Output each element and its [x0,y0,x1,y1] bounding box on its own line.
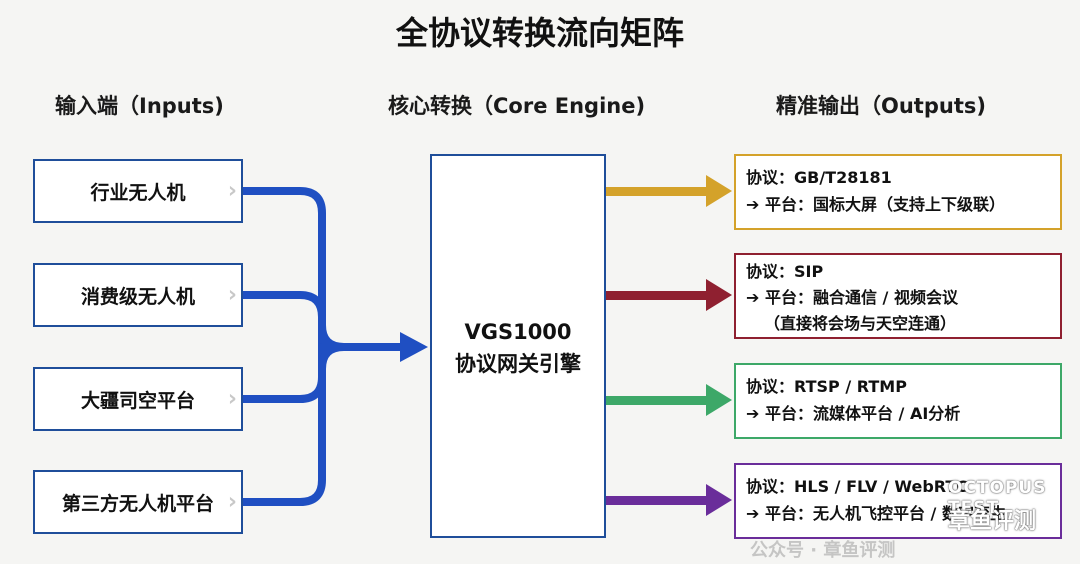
output-box-gb28181: 协议：GB/T28181 ➔ 平台：国标大屏（支持上下级联） [734,154,1062,230]
output-arrowhead-4 [706,484,732,516]
output-protocol: 协议：HLS / FLV / WebRTC [746,477,969,496]
output-arrowhead-2 [706,279,732,311]
output-arrowhead-1 [706,175,732,207]
output-arrow-shaft-1 [606,187,710,196]
input-label: 行业无人机 [90,181,186,204]
output-arrows [606,175,732,516]
chevron-right-icon: › [227,178,237,204]
input-box-dji-flighthub: 大疆司空平台 › [33,367,243,431]
output-protocol: 协议：RTSP / RTMP [746,377,907,396]
input-label: 消费级无人机 [80,285,195,308]
output-platform: ➔ 平台：无人机飞控平台 / 数字孪生 [746,504,1006,523]
output-protocol: 协议：GB/T28181 [746,168,892,187]
input-label: 第三方无人机平台 [61,492,214,515]
chevron-right-icon: › [227,386,237,412]
output-protocol: 协议：SIP [746,262,824,281]
watermark-brand: 章鱼评测 [948,509,1037,534]
input-box-industry-drone: 行业无人机 › [33,159,243,223]
input-box-consumer-drone: 消费级无人机 › [33,263,243,327]
chevron-right-icon: › [227,489,237,515]
connector-line-1 [239,187,348,351]
output-arrow-shaft-2 [606,291,710,300]
output-arrow-shaft-4 [606,496,710,505]
output-arrowhead-3 [706,384,732,416]
connector-line-4 [239,343,348,506]
output-platform: ➔ 平台：流媒体平台 / AI分析 [746,404,961,423]
watermark-logo-text: OCTOPUS TEST [948,478,1047,518]
connector-line-2 [239,291,326,351]
output-platform: ➔ 平台：国标大屏（支持上下级联） [746,195,1005,214]
engine-arrowhead [400,332,428,362]
input-box-third-party-platform: 第三方无人机平台 › [33,470,243,534]
page-title: 全协议转换流向矩阵 [395,14,684,52]
engine-model: VGS1000 [464,320,572,344]
output-arrow-shaft-3 [606,396,710,405]
output-platform: ➔ 平台：融合通信 / 视频会议 [746,288,958,307]
input-connectors [239,187,406,506]
engine-box [430,154,606,538]
engine-heading: 核心转换（Core Engine) [388,94,646,118]
outputs-heading: 精准输出（Outputs) [776,94,986,118]
watermark-account: 公众号 · 章鱼评测 [750,540,896,561]
output-box-rtsp-rtmp: 协议：RTSP / RTMP ➔ 平台：流媒体平台 / AI分析 [734,363,1062,439]
output-box-sip: 协议：SIP ➔ 平台：融合通信 / 视频会议 （直接将会场与天空连通） [734,253,1062,339]
chevron-right-icon: › [227,282,237,308]
inputs-heading: 输入端（Inputs) [55,94,224,118]
output-extra: （直接将会场与天空连通） [764,314,957,333]
engine-name: 协议网关引擎 [455,352,581,376]
connector-line-3 [239,343,326,403]
input-label: 大疆司空平台 [80,389,195,412]
output-box-hls-flv-webrtc: 协议：HLS / FLV / WebRTC ➔ 平台：无人机飞控平台 / 数字孪… [734,463,1062,539]
